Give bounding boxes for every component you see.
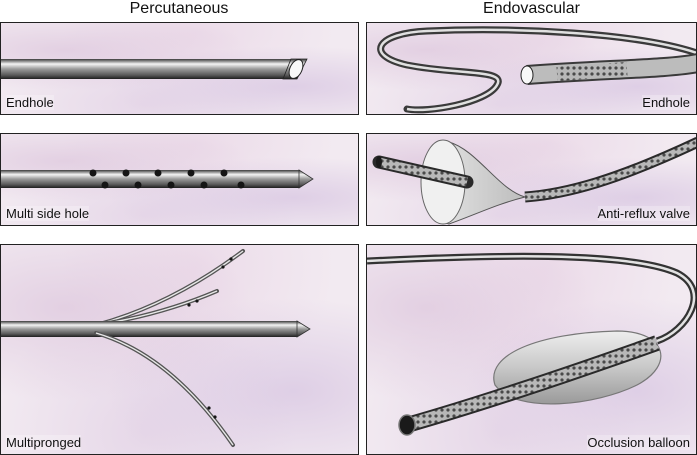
panel-endo-occlusion-balloon: Occlusion balloon: [366, 244, 697, 455]
panel-perc-endhole: Endhole: [0, 22, 359, 115]
endhole-catheter-illustration: [377, 26, 696, 114]
endhole-needle-illustration: [1, 58, 308, 80]
panel-label: Endhole: [6, 95, 54, 110]
header-endovascular: Endovascular: [483, 0, 580, 17]
panel-label: Endhole: [642, 95, 690, 110]
header-percutaneous: Percutaneous: [129, 0, 229, 17]
panel-label: Anti-reflux valve: [597, 206, 690, 221]
occlusion-balloon-illustration: [367, 252, 696, 436]
multi-side-hole-needle-illustration: [1, 169, 314, 189]
panel-label: Multi side hole: [6, 206, 90, 221]
anti-reflux-valve-illustration: [372, 137, 696, 225]
panel-endo-anti-reflux-valve: Anti-reflux valve: [366, 133, 697, 226]
panel-label: Occlusion balloon: [587, 435, 690, 450]
panel-perc-multi-side-hole: Multi side hole: [0, 133, 359, 226]
panel-perc-multipronged: Multipronged: [0, 244, 359, 455]
multipronged-needle-illustration: [1, 249, 311, 447]
panel-endo-endhole: Endhole: [366, 22, 697, 115]
panel-label: Multipronged: [6, 435, 82, 450]
